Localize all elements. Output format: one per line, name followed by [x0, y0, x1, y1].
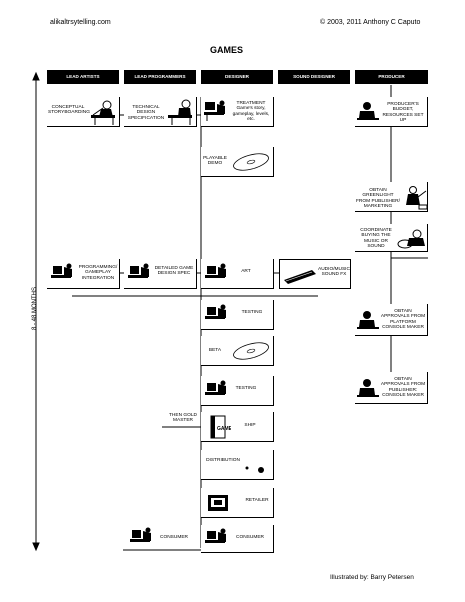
step-conceptual-storyboarding: CONCEPTUAL STORYBOARDING [47, 97, 120, 127]
step-distribution: DISTRIBUTION [201, 450, 274, 480]
step-label: AUDIO/MUSIC SOUND FX [318, 267, 350, 278]
step-testing-1: TESTING [201, 300, 274, 330]
tester-icon [205, 304, 226, 319]
step-approvals-publisher: OBTAIN APPROVALS FROM PUBLISHER: CONSOLE… [355, 372, 428, 404]
artist-icon [205, 263, 226, 278]
designer-at-computer-icon [204, 100, 225, 121]
column-header-designer: DESIGNER [201, 70, 273, 84]
step-testing-2: TESTING [201, 376, 274, 406]
store-icon [208, 495, 228, 511]
designer-icon [128, 263, 149, 278]
producer-icon [357, 311, 379, 329]
step-label: DETAILED GAME DESIGN SPEC [154, 266, 194, 277]
step-label: CONCEPTUAL STORYBOARDING [48, 105, 90, 116]
tester-icon [205, 380, 226, 395]
step-label: COORDINATE BUYING THE MUSIC OR SOUND [360, 228, 392, 250]
step-coordinate-sound: COORDINATE BUYING THE MUSIC OR SOUND [355, 224, 428, 252]
disc-icon [233, 153, 269, 171]
copyright: © 2003, 2011 Anthony C Caputo [320, 19, 421, 26]
producer-at-desk-icon [357, 102, 379, 120]
programmer-icon [51, 263, 72, 278]
programmer-at-desk-icon [168, 99, 192, 125]
website-url: alikaltrsytelling.com [50, 19, 111, 26]
step-art: ART [201, 259, 274, 289]
column-header-lead-artists: LEAD ARTISTS [47, 70, 119, 84]
step-approvals-console: OBTAIN APPROVALS FROM PLATFORM CONSOLE M… [355, 304, 428, 336]
producer-icon [357, 379, 379, 397]
step-audio-music: AUDIO/MUSIC SOUND FX [279, 259, 351, 289]
step-label: TESTING [235, 386, 257, 391]
column-header-sound-designer: SOUND DESIGNER [278, 70, 350, 84]
step-label: SHIP [244, 423, 256, 428]
disc-icon [233, 342, 269, 360]
artist-at-desk-icon [91, 100, 115, 125]
gold-master-label: THEN GOLD MASTER [169, 413, 197, 424]
step-consumer-left: CONSUMER [125, 525, 197, 551]
step-technical-design-spec: TECHNICAL DESIGN SPECIFICATION [124, 97, 197, 127]
player-icon [130, 527, 151, 542]
step-label: RETAILER [245, 498, 269, 503]
step-label: OBTAIN GREENLIGHT FROM PUBLISHER/ MARKET… [356, 188, 400, 210]
column-header-producer: PRODUCER [355, 70, 428, 84]
step-beta: BETA [201, 336, 274, 366]
game-box-icon: GAME [210, 415, 231, 439]
step-label: PROGRAMMING/ GAMEPLAY INTEGRATION [78, 265, 118, 281]
step-label: CONSUMER [236, 535, 264, 540]
step-label: BETA [208, 348, 222, 353]
timeline-label: 8 - 48 MONTHS [32, 286, 38, 330]
step-label: TREATMENT Game's story, gameplay, levels… [232, 101, 270, 123]
step-treatment: TREATMENT Game's story, gameplay, levels… [201, 97, 274, 127]
step-detailed-design: DETAILED GAME DESIGN SPEC [124, 259, 197, 289]
step-label: TECHNICAL DESIGN SPECIFICATION [127, 105, 165, 121]
presenter-icon [406, 186, 427, 210]
step-label: PLAYABLE DEMO [203, 156, 227, 167]
step-programming-integration: PROGRAMMING/ GAMEPLAY INTEGRATION [47, 259, 120, 289]
step-retailer: RETAILER [201, 488, 274, 518]
step-label: TESTING [241, 310, 263, 315]
truck-icon [245, 466, 264, 473]
step-label: OBTAIN APPROVALS FROM PUBLISHER: CONSOLE… [380, 377, 426, 399]
step-playable-demo: PLAYABLE DEMO [201, 147, 274, 177]
step-label: CONSUMER [160, 535, 188, 540]
player-icon [205, 528, 226, 543]
step-producer-resources: PRODUCER'S BUDGET, RESOURCES SET UP [355, 97, 428, 127]
page-title: GAMES [210, 45, 244, 55]
illustrator-credit: Illustrated by: Barry Petersen [330, 574, 414, 581]
step-label: ART [241, 269, 251, 274]
step-ship: GAME SHIP [201, 412, 274, 442]
step-label: PRODUCER'S BUDGET, RESOURCES SET UP [382, 102, 424, 124]
step-label: DISTRIBUTION [206, 458, 240, 463]
step-label: OBTAIN APPROVALS FROM PLATFORM CONSOLE M… [380, 309, 426, 331]
step-greenlight: OBTAIN GREENLIGHT FROM PUBLISHER/ MARKET… [355, 182, 428, 212]
column-header-lead-programmers: LEAD PROGRAMMERS [124, 70, 196, 84]
svg-text:GAME: GAME [217, 426, 231, 432]
keyboard-icon [284, 270, 316, 284]
phone-call-icon [397, 229, 425, 249]
step-consumer-right: CONSUMER [201, 525, 274, 553]
